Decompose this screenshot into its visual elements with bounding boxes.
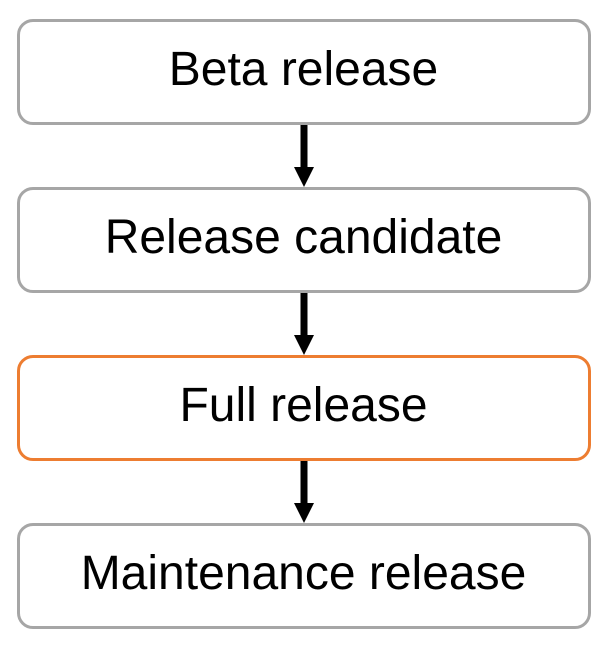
- down-arrow-icon: [293, 293, 314, 355]
- node-label: Full release: [179, 379, 428, 432]
- node-label: Release candidate: [104, 211, 503, 264]
- node-beta-release: Beta release: [16, 19, 591, 125]
- connector-candidate-to-full: [17, 293, 591, 355]
- down-arrow-icon: [293, 461, 314, 523]
- connector-beta-to-candidate: [17, 125, 591, 187]
- node-maintenance-release: Maintenance release: [16, 523, 591, 629]
- node-release-candidate: Release candidate: [16, 187, 591, 293]
- connector-full-to-maintenance: [17, 461, 591, 523]
- node-full-release: Full release: [16, 355, 591, 461]
- node-label: Beta release: [168, 43, 439, 96]
- down-arrow-icon: [293, 125, 314, 187]
- node-label: Maintenance release: [80, 547, 527, 600]
